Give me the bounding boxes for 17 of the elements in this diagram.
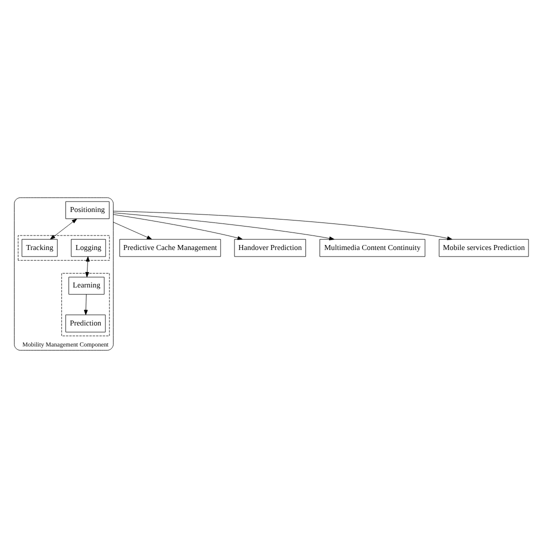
arrow: [84, 294, 88, 316]
arrow: [113, 222, 152, 240]
node-box: Positioning: [65, 201, 110, 220]
arrow: [50, 218, 78, 240]
node-box: Tracking: [22, 239, 58, 257]
node-box: Prediction: [65, 314, 106, 332]
arrow: [113, 210, 452, 240]
node-box: Logging: [70, 239, 106, 257]
arrow: [113, 214, 243, 240]
node-box: Learning: [68, 276, 104, 295]
node-box: Multimedia Content Continuity: [320, 239, 426, 257]
arrow: [85, 256, 90, 278]
node-box: Predictive Cache Management: [119, 239, 221, 257]
arrow: [113, 212, 334, 240]
node-box: Mobile services Prediction: [438, 239, 529, 257]
cluster: [61, 273, 110, 336]
node-box: Handover Prediction: [234, 239, 306, 257]
